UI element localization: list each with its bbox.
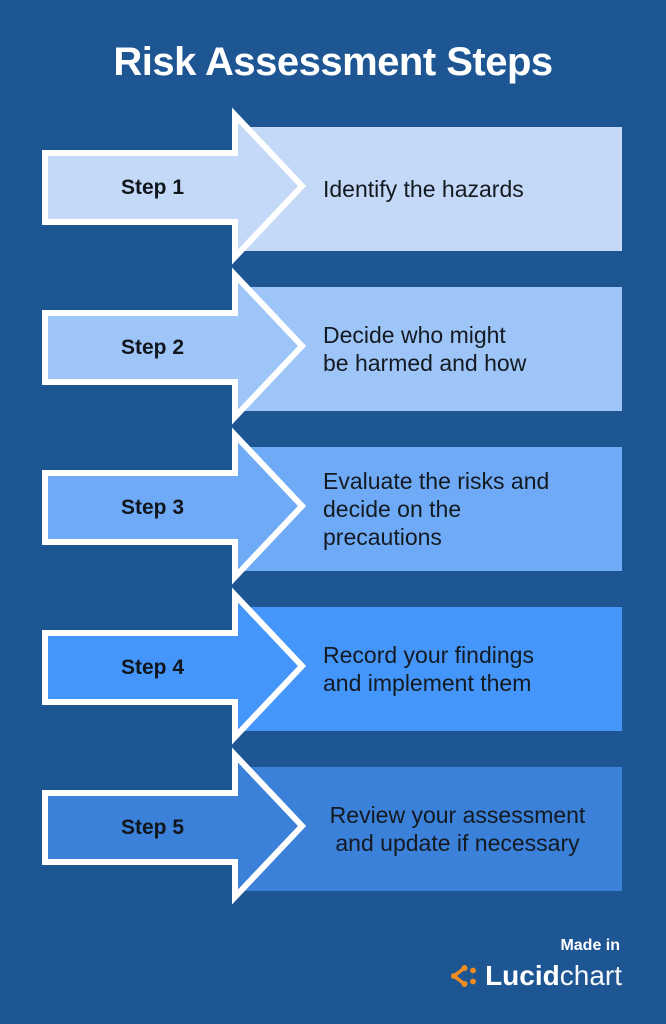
step-description: Identify the hazards (323, 175, 622, 203)
step-arrow-icon (42, 587, 307, 745)
step-label: Step 2 (120, 336, 185, 359)
step-description-line: Decide who might (323, 322, 506, 348)
lucidchart-badge: Made in Lucidchart (449, 937, 622, 992)
step-arrow-icon (42, 107, 307, 265)
step-description-line: decide on the (323, 496, 462, 522)
brand-name-bold: Lucid (485, 960, 560, 991)
page-title: Risk Assessment Steps (113, 40, 553, 84)
step-description-line: and implement them (323, 670, 532, 696)
lucidchart-icon (451, 965, 476, 987)
brand-name-light: chart (559, 960, 622, 991)
step-label: Step 1 (120, 176, 185, 199)
made-in-label: Made in (560, 937, 620, 954)
step-description-line: precautions (323, 524, 442, 550)
steps-list: Identify the hazards Step 1 Decide who m… (0, 107, 666, 908)
step-arrow-icon (42, 747, 307, 905)
step-row: Identify the hazards Step 1 (0, 107, 666, 268)
brand-wordmark: Lucidchart (485, 960, 622, 992)
step-description-line: and update if necessary (335, 830, 580, 856)
step-arrow-icon (42, 427, 307, 585)
step-description-line: Review your assessment (329, 802, 586, 828)
lucidchart-logo: Lucidchart (449, 960, 622, 992)
step-arrow-icon (42, 267, 307, 425)
step-label: Step 4 (120, 656, 185, 679)
step-description-line: be harmed and how (323, 350, 527, 376)
step-description-line: Identify the hazards (323, 176, 524, 202)
step-label: Step 3 (120, 496, 185, 519)
step-label: Step 5 (120, 816, 185, 839)
step-description-line: Evaluate the risks and (323, 468, 550, 494)
step-description-line: Record your findings (323, 642, 534, 668)
